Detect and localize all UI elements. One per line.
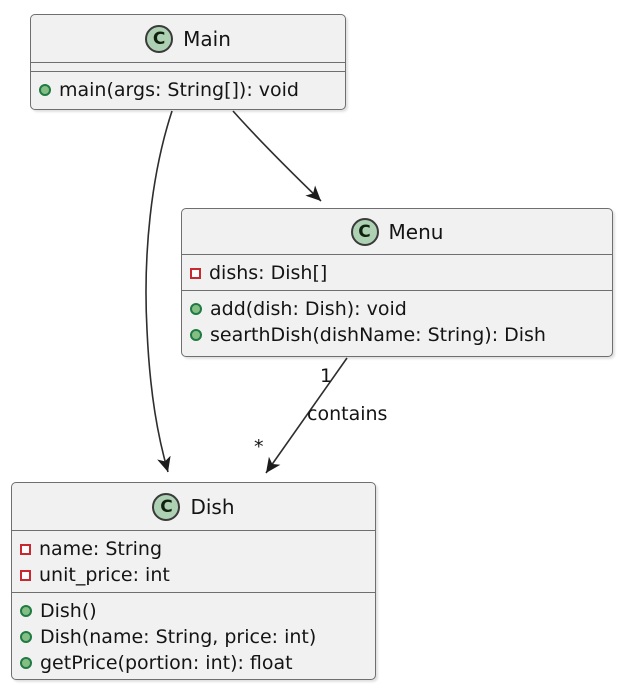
class-icon: C (145, 24, 174, 53)
method-row: searthDish(dishName: String): Dish (182, 322, 612, 348)
method-row: Dish() (12, 598, 375, 624)
public-method-icon (20, 631, 32, 643)
private-field-icon (20, 543, 31, 555)
method-label: searthDish(dishName: String): Dish (210, 324, 546, 346)
fields-compartment: name: String unit_price: int (12, 530, 375, 592)
fields-compartment: dishs: Dish[] (182, 254, 612, 290)
edge-main-to-dish (145, 110, 173, 473)
methods-compartment: main(args: String[]): void (31, 71, 345, 107)
public-method-icon (20, 605, 32, 617)
private-field-icon (190, 267, 201, 279)
method-label: Dish(name: String, price: int) (40, 626, 317, 648)
method-label: add(dish: Dish): void (210, 298, 407, 320)
fields-compartment (31, 62, 345, 71)
multiplicity-source: 1 (320, 365, 333, 387)
method-label: Dish() (40, 600, 97, 622)
method-row: main(args: String[]): void (31, 77, 345, 103)
method-row: getPrice(portion: int): float (12, 650, 375, 676)
methods-compartment: add(dish: Dish): void searthDish(dishNam… (182, 290, 612, 352)
public-method-icon (20, 657, 32, 669)
public-method-icon (190, 303, 202, 315)
class-icon: C (350, 217, 379, 246)
field-row: name: String (12, 536, 375, 562)
private-field-icon (20, 569, 31, 581)
multiplicity-target: * (254, 436, 264, 458)
field-label: unit_price: int (39, 564, 170, 586)
class-header: C Dish (12, 483, 375, 530)
class-name: Menu (388, 219, 444, 244)
method-label: main(args: String[]): void (59, 79, 299, 101)
method-label: getPrice(portion: int): float (40, 652, 293, 674)
edge-menu-to-dish (265, 357, 348, 474)
edge-label-contains: contains (307, 403, 388, 425)
field-label: dishs: Dish[] (209, 262, 328, 284)
class-box-dish: C Dish name: String unit_price: int Dish… (11, 482, 376, 680)
edge-main-to-menu (232, 110, 322, 202)
methods-compartment: Dish() Dish(name: String, price: int) ge… (12, 592, 375, 679)
method-row: add(dish: Dish): void (182, 296, 612, 322)
public-method-icon (39, 84, 51, 96)
class-header: C Menu (182, 209, 612, 254)
class-box-menu: C Menu dishs: Dish[] add(dish: Dish): vo… (181, 208, 613, 357)
method-row: Dish(name: String, price: int) (12, 624, 375, 650)
class-name: Main (183, 26, 231, 51)
class-icon: C (152, 492, 181, 521)
class-box-main: C Main main(args: String[]): void (30, 14, 346, 110)
public-method-icon (190, 329, 202, 341)
field-label: name: String (39, 538, 163, 560)
class-header: C Main (31, 15, 345, 62)
class-name: Dish (190, 494, 235, 519)
field-row: unit_price: int (12, 562, 375, 588)
field-row: dishs: Dish[] (182, 260, 612, 286)
